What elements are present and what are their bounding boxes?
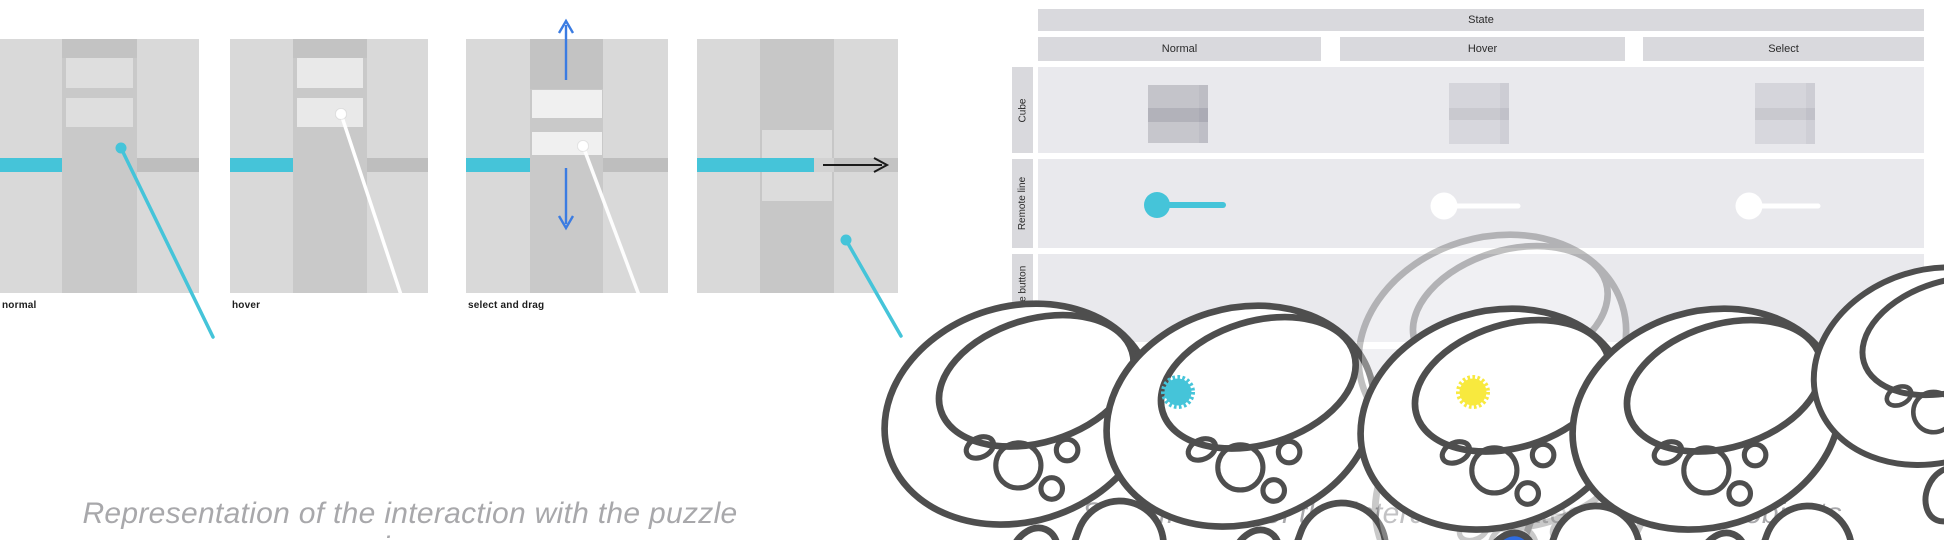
puzzle-board (230, 39, 428, 293)
cube-hover-icon (1449, 83, 1509, 144)
puzzle-column-cap (62, 39, 137, 58)
puzzle-board (697, 39, 898, 293)
table-title-state: State (1038, 9, 1924, 31)
channel-bar (603, 158, 668, 172)
cyan-bar (230, 158, 293, 172)
table-row-light (1038, 349, 1924, 436)
channel-bar (137, 158, 199, 172)
channel-hole (814, 158, 834, 172)
cube-select-icon (1755, 83, 1815, 144)
panel-label: select and drag (468, 300, 545, 311)
puzzle-column-cap (530, 39, 603, 89)
row-header-light: Light (1012, 349, 1033, 436)
cyan-bar (0, 158, 62, 172)
puzzle-board (466, 39, 668, 293)
puzzle-piece-hovered (297, 98, 363, 127)
puzzle-board (0, 39, 199, 293)
column-header-select: Select (1643, 37, 1924, 61)
puzzle-piece-hovered (297, 58, 363, 88)
puzzle-piece (66, 58, 133, 88)
row-header-cube: Cube (1012, 67, 1033, 153)
channel-bar (834, 158, 898, 172)
table-row-remote-line (1038, 159, 1924, 248)
column-header-hover: Hover (1340, 37, 1625, 61)
row-header-remote-line: Remote line (1012, 159, 1033, 248)
column-header-normal: Normal (1038, 37, 1321, 61)
channel-bar (367, 158, 428, 172)
panel-label: normal (2, 300, 37, 311)
puzzle-column-cap (293, 39, 367, 58)
puzzle-piece (66, 98, 133, 127)
row-header-remote-button: Remote button (1012, 254, 1033, 342)
left-figure-caption: Representation of the interaction with t… (82, 497, 738, 540)
right-figure-caption: Specification of the interaction states … (1081, 497, 1843, 530)
puzzle-piece-selected (532, 90, 602, 118)
panel-label: hover (232, 300, 261, 311)
puzzle-piece-selected (532, 132, 602, 155)
cube-normal-icon (1148, 85, 1208, 143)
cyan-bar-through (697, 158, 814, 172)
cyan-bar (466, 158, 530, 172)
table-row-remote-button (1038, 254, 1924, 342)
